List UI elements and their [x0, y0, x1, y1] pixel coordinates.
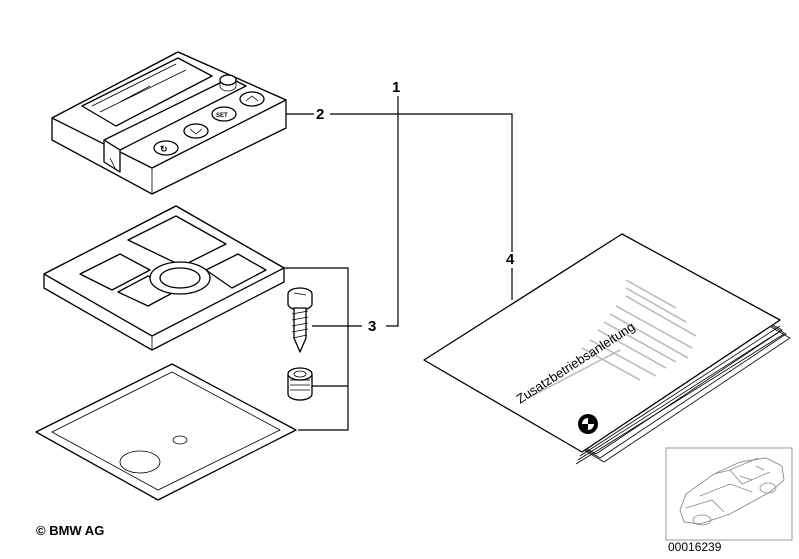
timer-button-down: [183, 123, 209, 139]
leader-lines: [284, 96, 513, 431]
timer-button-set-label: SET: [216, 113, 228, 119]
timer-button-up: [239, 91, 265, 107]
bmw-roundel-icon: [578, 414, 598, 434]
holder-bracket: [43, 205, 285, 351]
copyright-notice: © BMW AG: [36, 523, 105, 538]
timer-button-set: SET: [211, 106, 237, 122]
screw: [287, 287, 313, 353]
timer-button-recall: ↻: [153, 140, 179, 156]
svg-text:↻: ↻: [160, 144, 168, 154]
operating-manual: Zusatzbetriebsanleitung: [423, 233, 791, 465]
callout-4: 4: [506, 251, 515, 268]
car-thumbnail-icon: [665, 447, 793, 541]
spacer-sleeve: [287, 367, 313, 401]
image-number: 00016239: [668, 540, 722, 554]
timer-unit: ↻ SET: [51, 51, 287, 195]
callout-2: 2: [316, 106, 324, 123]
callout-1: 1: [392, 79, 400, 96]
callout-3: 3: [368, 318, 376, 335]
adhesive-pad: [35, 363, 297, 501]
